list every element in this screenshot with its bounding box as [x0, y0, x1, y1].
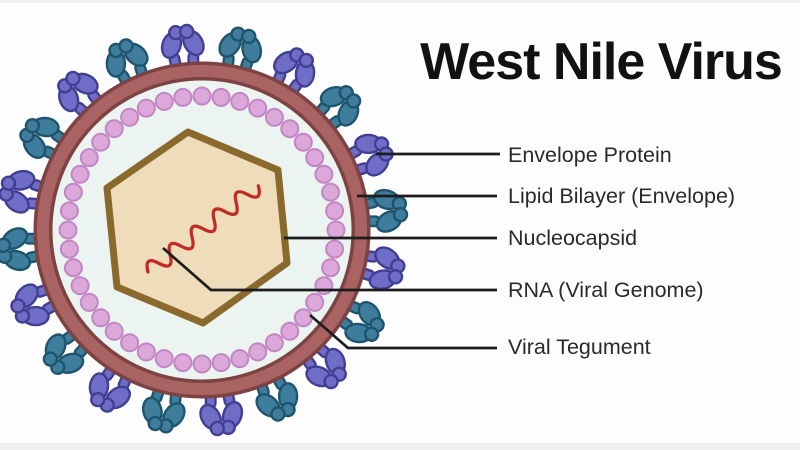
tegument-bead [248, 98, 268, 118]
tegument-bead [305, 292, 325, 312]
viral-tegument-bead-ring [58, 86, 346, 374]
tegument-bead [192, 354, 212, 374]
label-rna-genome: RNA (Viral Genome) [508, 278, 704, 302]
tegument-bead [325, 201, 345, 221]
bottom-edge-bar [0, 443, 800, 450]
tegument-bead [79, 292, 99, 312]
tegument-bead [154, 349, 174, 369]
tegument-bead [120, 107, 140, 127]
tegument-bead [314, 164, 334, 184]
tegument-bead [280, 119, 300, 139]
tegument-bead [173, 353, 193, 373]
tegument-bead [325, 239, 345, 259]
tegument-bead [70, 164, 90, 184]
tegument-bead [326, 220, 346, 240]
tegument-bead [314, 276, 334, 296]
tegument-bead [104, 321, 124, 341]
tegument-bead [70, 276, 90, 296]
label-nucleocapsid: Nucleocapsid [508, 226, 638, 250]
leader-lines [162, 152, 500, 350]
tegument-bead [211, 87, 231, 107]
tegument-bead [63, 182, 83, 202]
leader-rna [162, 246, 497, 292]
tegument-bead [91, 132, 111, 152]
rna-squiggle [145, 184, 261, 274]
rna-genome [145, 184, 261, 274]
tegument-bead [63, 258, 83, 278]
lipid-bilayer-ring [37, 65, 367, 395]
tegument-bead [321, 182, 341, 202]
tegument-bead [305, 148, 325, 168]
page-title: West Nile Virus [420, 33, 783, 91]
label-lipid-bilayer: Lipid Bilayer (Envelope) [508, 184, 736, 208]
tegument-bead [293, 132, 313, 152]
tegument-bead [136, 98, 156, 118]
tegument-bead [293, 308, 313, 328]
leader-viral-tegument [309, 313, 497, 350]
tegument-bead [173, 87, 193, 107]
tegument-bead [59, 239, 79, 259]
label-envelope-protein: Envelope Protein [508, 143, 672, 167]
tegument-bead [192, 86, 212, 106]
tegument-bead [104, 119, 124, 139]
tegument-bead [321, 258, 341, 278]
tegument-bead [230, 91, 250, 111]
tegument-bead [280, 321, 300, 341]
top-edge-bar [0, 0, 800, 3]
tegument-bead [79, 148, 99, 168]
tegument-bead [248, 342, 268, 362]
tegument-bead [211, 353, 231, 373]
label-viral-tegument: Viral Tegument [508, 335, 651, 359]
tegument-bead [136, 342, 156, 362]
tegument-bead [264, 107, 284, 127]
tegument-bead [59, 201, 79, 221]
tegument-bead [154, 91, 174, 111]
tegument-bead [264, 333, 284, 353]
tegument-bead [120, 333, 140, 353]
tegument-bead [91, 308, 111, 328]
tegument-bead [58, 220, 78, 240]
tegument-bead [230, 349, 250, 369]
